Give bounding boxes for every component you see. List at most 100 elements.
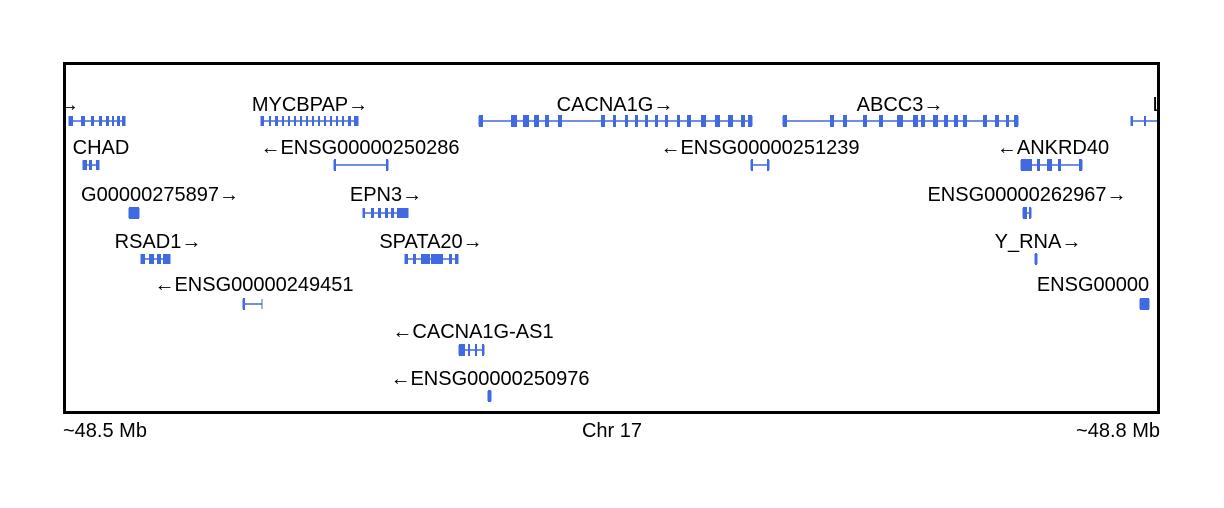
exon [334, 159, 336, 171]
exon [728, 115, 733, 127]
gene-3[interactable]: ABCC3→ [782, 94, 1019, 127]
gene-label: CHAD [73, 137, 130, 159]
exon [613, 115, 616, 127]
exon [701, 115, 706, 127]
exon [783, 115, 787, 127]
axis-center-label: Chr 17 [581, 420, 643, 442]
exon [122, 116, 125, 126]
axis-right-label: ~48.8 Mb [1076, 420, 1160, 442]
exon [300, 116, 302, 126]
gene-0[interactable]: → [66, 94, 126, 126]
exon [261, 116, 264, 126]
exon [488, 390, 491, 402]
gene-label: ABCC3→ [857, 94, 944, 116]
exon [601, 115, 605, 127]
exon [913, 115, 918, 127]
exon [879, 115, 883, 127]
exon [677, 115, 680, 127]
exon [741, 115, 745, 127]
gene-8[interactable]: ←ANKRD40 [997, 137, 1109, 171]
gene-label: → [66, 94, 79, 116]
exon [715, 115, 720, 127]
exon [149, 254, 154, 264]
exon [558, 115, 562, 127]
exon [312, 116, 314, 126]
exon [391, 208, 394, 218]
exon [1058, 159, 1061, 171]
exon [83, 160, 87, 170]
exon [665, 115, 668, 127]
exon [995, 115, 999, 127]
gene-2[interactable]: CACNA1G→ [478, 94, 753, 127]
exon [342, 116, 344, 126]
exon [157, 254, 161, 264]
gene-16[interactable]: ENSG00000 [1037, 274, 1150, 310]
exon [282, 116, 284, 126]
exon [1029, 207, 1031, 219]
gene-11[interactable]: ENSG00000262967→ [927, 184, 1127, 219]
exon [534, 115, 539, 127]
gene-label: ←ENSG00000250976 [390, 368, 589, 390]
exon [330, 116, 332, 126]
exon [96, 160, 99, 170]
gene-7[interactable]: ←ENSG00000251239 [660, 137, 860, 171]
exon [385, 208, 388, 218]
gene-label: RSAD1→ [115, 231, 202, 253]
exon [767, 159, 769, 171]
gene-10[interactable]: EPN3→ [350, 184, 422, 218]
exon [306, 116, 308, 126]
gene-18[interactable]: ←ENSG00000250976 [390, 368, 590, 402]
exon [129, 207, 139, 219]
gene-1[interactable]: MYCBPAP→ [252, 94, 368, 126]
exon [288, 116, 290, 126]
exon [655, 115, 658, 127]
exon [81, 116, 85, 126]
gene-14[interactable]: Y_RNA→ [995, 231, 1082, 265]
exon [482, 344, 484, 356]
exon [687, 115, 691, 127]
exon [954, 115, 958, 127]
gene-9[interactable]: G00000275897→ [81, 184, 239, 219]
exon [243, 298, 245, 310]
exon [830, 115, 834, 127]
exon [1037, 159, 1040, 171]
exon [413, 254, 416, 264]
gene-17[interactable]: ←CACNA1G-AS1 [392, 321, 554, 356]
exon [1023, 207, 1027, 219]
exon [645, 115, 648, 127]
gene-label: ←ENSG00000249451 [154, 274, 353, 296]
exon [511, 115, 517, 127]
gene-5[interactable]: CHAD [73, 137, 130, 170]
exon [348, 116, 351, 126]
gene-15[interactable]: ←ENSG00000249451 [154, 274, 354, 310]
exon [475, 344, 477, 356]
exon [1035, 253, 1037, 265]
exon [455, 254, 458, 264]
exon [468, 344, 470, 356]
exon [89, 160, 92, 170]
gene-13[interactable]: SPATA20→ [379, 231, 483, 264]
gene-label: G00000275897→ [81, 184, 239, 206]
gene-12[interactable]: RSAD1→ [115, 231, 202, 264]
exon [354, 116, 358, 126]
gene-4[interactable]: L [1130, 94, 1160, 126]
gene-label: ←ENSG00000251239 [660, 137, 859, 159]
exon [294, 116, 296, 126]
exon [117, 116, 120, 126]
exon [163, 254, 170, 264]
exon [275, 116, 278, 126]
exon [933, 115, 938, 127]
exon [1014, 115, 1018, 127]
exon [421, 254, 430, 264]
exon [91, 116, 94, 126]
exon [431, 254, 443, 264]
exon [141, 254, 145, 264]
exon [1144, 116, 1146, 126]
exon [921, 115, 925, 127]
gene-track-panel: → MYCBPAP→ CACNA1G→ ABCC3→ L CHAD ←ENSG0000025… [63, 62, 1160, 414]
gene-6[interactable]: ←ENSG00000250286 [260, 137, 460, 171]
exon [405, 254, 408, 264]
exon [459, 344, 465, 356]
exon [69, 116, 73, 126]
gene-label: EPN3→ [350, 184, 422, 206]
